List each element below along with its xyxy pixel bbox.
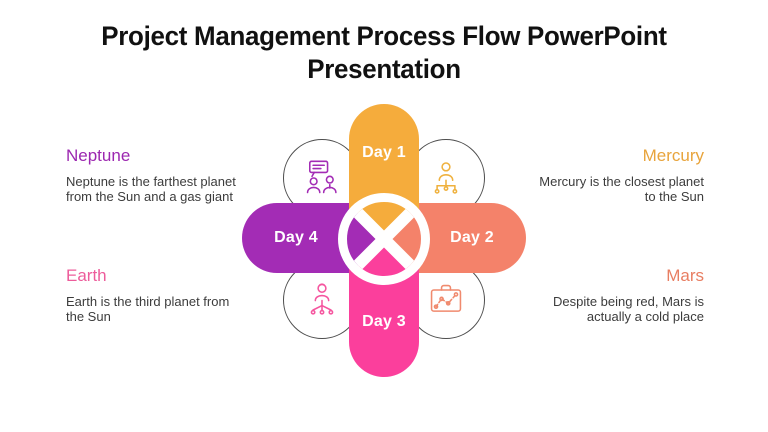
neptune-description-line-1: Neptune is the farthest planet (66, 174, 236, 189)
earth-heading: Earth (66, 266, 107, 285)
crossed-circle-icon (338, 193, 430, 285)
mars-description-line-1: Despite being red, Mars is (552, 294, 704, 309)
earth-description-line-1: Earth is the third planet from (66, 294, 230, 309)
slide-title: Project Management Process Flow PowerPoi… (101, 21, 667, 84)
neptune-description-line-2: from the Sun and a gas giant (66, 189, 233, 204)
day3-label: Day 3 (362, 313, 406, 330)
person-hierarchy-icon (302, 280, 342, 320)
neptune-section: Neptune Neptune is the farthest planet f… (66, 146, 256, 204)
mercury-description-line-1: Mercury is the closest planet (539, 174, 704, 189)
mercury-description-line-2: to the Sun (644, 189, 704, 204)
mars-section: Mars Despite being red, Mars is actually… (514, 266, 704, 324)
day1-label: Day 1 (362, 144, 406, 161)
earth-description-line-2: the Sun (66, 309, 111, 324)
discussion-people-icon (302, 158, 342, 198)
mars-description-line-2: actually a cold place (586, 309, 704, 324)
day2-label: Day 2 (450, 229, 494, 246)
mercury-section: Mercury Mercury is the closest planet to… (514, 146, 704, 204)
day4-label: Day 4 (274, 229, 318, 246)
mars-heading: Mars (666, 266, 704, 285)
mercury-heading: Mercury (642, 146, 704, 165)
person-org-icon (426, 158, 466, 198)
earth-section: Earth Earth is the third planet from the… (66, 266, 256, 324)
neptune-heading: Neptune (66, 146, 131, 165)
strategy-board-icon (426, 280, 466, 320)
